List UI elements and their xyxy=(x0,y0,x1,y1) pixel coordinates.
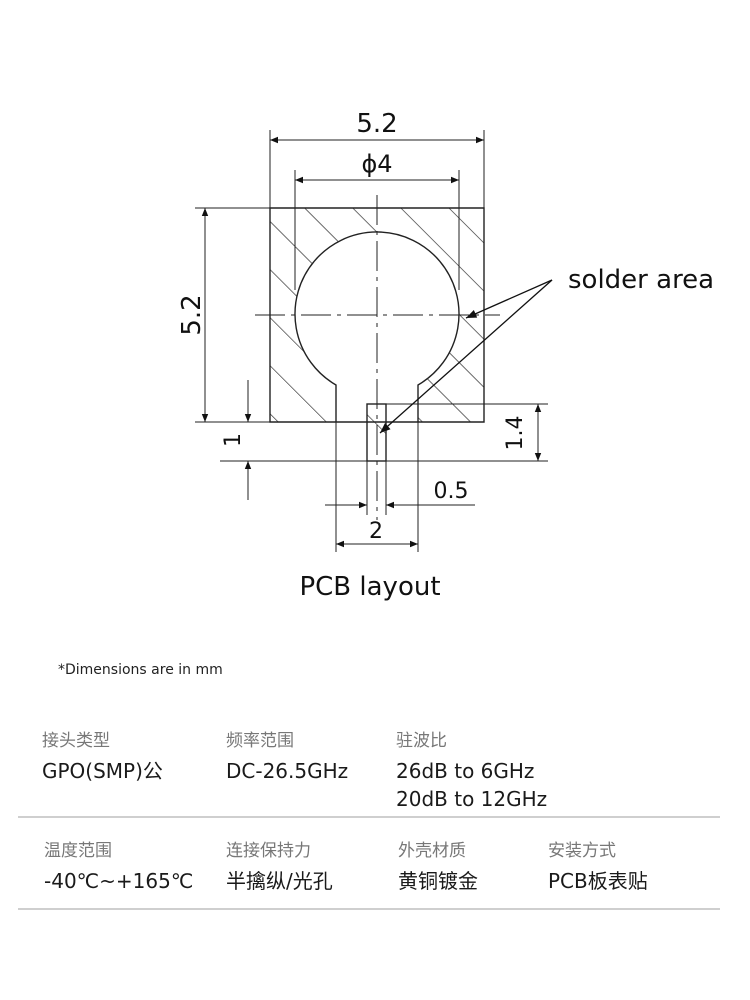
center-lines xyxy=(255,195,500,520)
dim-gap-width-label: 2 xyxy=(369,519,383,544)
solder-area-callout xyxy=(379,279,553,434)
spec-value: PCB板表贴 xyxy=(548,869,648,893)
spec-mounting-method: 安装方式 PCB板表贴 xyxy=(548,836,648,895)
dim-slot-height-label: 1.4 xyxy=(503,416,528,451)
dim-top-width xyxy=(269,130,485,208)
spec-value: -40℃~+165℃ xyxy=(44,869,194,893)
dim-slot-width xyxy=(325,461,475,515)
spec-label: 频率范围 xyxy=(226,731,294,751)
spec-frequency-range: 频率范围 DC-26.5GHz xyxy=(226,726,348,785)
dim-slot-width-label: 0.5 xyxy=(434,479,469,504)
drawing-caption: PCB layout xyxy=(299,572,440,602)
spec-value: DC-26.5GHz xyxy=(226,759,349,783)
dim-diameter xyxy=(294,170,460,290)
spec-value: 26dB to 6GHz xyxy=(396,759,535,783)
spec-temperature-range: 温度范围 -40℃~+165℃ xyxy=(44,836,193,895)
solder-pad xyxy=(269,207,485,423)
spec-label: 连接保持力 xyxy=(226,841,311,861)
dim-top-width-label: 5.2 xyxy=(356,109,397,139)
spec-value: 20dB to 12GHz xyxy=(396,787,548,811)
units-note: *Dimensions are in mm xyxy=(58,662,223,678)
spec-retention-force: 连接保持力 半擒纵/光孔 xyxy=(226,836,333,895)
dim-slot-offset-label: 1 xyxy=(221,433,246,447)
pcb-layout-drawing: 5.2 ϕ4 5.2 1 1.4 0.5 2 xyxy=(177,109,714,602)
spec-label: 驻波比 xyxy=(396,731,447,751)
solder-area-label: solder area xyxy=(568,265,714,295)
dim-left-height-label: 5.2 xyxy=(177,294,207,335)
spec-label: 接头类型 xyxy=(42,731,110,751)
spec-divider-1 xyxy=(18,816,720,818)
spec-label: 温度范围 xyxy=(44,841,112,861)
spec-value: GPO(SMP)公 xyxy=(42,759,163,783)
dim-slot-offset xyxy=(220,380,367,500)
dim-gap-width xyxy=(335,422,419,552)
spec-value: 黄铜镀金 xyxy=(398,869,478,893)
spec-label: 安装方式 xyxy=(548,841,616,861)
spec-divider-2 xyxy=(18,908,720,910)
spec-vswr: 驻波比 26dB to 6GHz 20dB to 12GHz xyxy=(396,726,547,813)
dim-diameter-label: ϕ4 xyxy=(361,150,392,178)
spec-housing-material: 外壳材质 黄铜镀金 xyxy=(398,836,478,895)
spec-connector-type: 接头类型 GPO(SMP)公 xyxy=(42,726,163,785)
spec-value: 半擒纵/光孔 xyxy=(226,869,333,893)
spec-label: 外壳材质 xyxy=(398,841,466,861)
